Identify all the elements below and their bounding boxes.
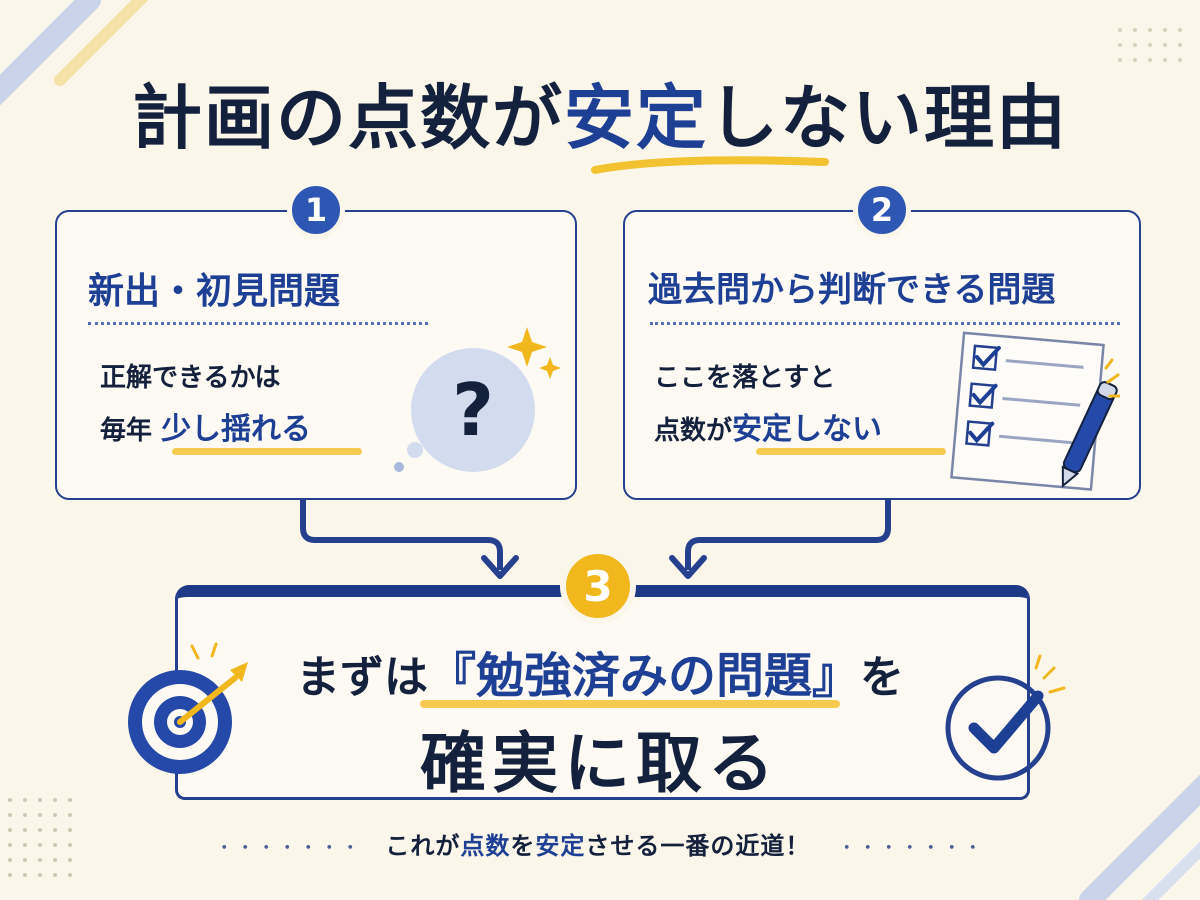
svg-text:?: ? (452, 368, 494, 452)
conclusion-line2: 確実に取る (420, 725, 780, 802)
footer-dots-left: ・・・・・・・ (215, 838, 363, 859)
step-badge-1: 1 (287, 181, 345, 239)
footer-text: これが点数を安定させる一番の近道！ (385, 832, 819, 860)
card1-line2-prefix: 毎年 (100, 416, 162, 446)
step-badge-3: 3 (560, 548, 636, 624)
card2-emphasis-underline (756, 448, 946, 455)
card1-text: 正解できるかは 毎年 少し揺れる (100, 352, 311, 457)
corner-stripes-bottom-right (1079, 774, 1200, 900)
card2-line2: 点数が安定しない (654, 404, 882, 457)
dot-pattern-right (1118, 28, 1182, 62)
card2-text: ここを落とすと 点数が安定しない (654, 352, 882, 457)
checklist-pen-icon (950, 331, 1120, 491)
conclusion-suffix: を (860, 652, 904, 703)
title-highlight: 安定 (564, 77, 708, 159)
conclusion-emphasis: 『勉強済みの問題』 (427, 648, 860, 704)
card1-heading: 新出・初見問題 (88, 271, 341, 312)
footer-em1: 点数 (460, 832, 511, 860)
title-part1: 計画の点数が (132, 77, 564, 159)
card2-line2-prefix: 点数が (654, 416, 733, 446)
title-underline (591, 156, 829, 174)
card1-line2: 毎年 少し揺れる (100, 404, 311, 457)
connector-arrows (300, 500, 891, 579)
conclusion-prefix: まずは (295, 652, 428, 703)
footer-em2: 安定 (535, 832, 586, 860)
footer-suffix: させる一番の近道！ (585, 832, 811, 860)
dot-pattern-left (8, 798, 72, 877)
question-bubble-icon: ? (394, 327, 561, 472)
corner-stripes-top-left (0, 0, 149, 106)
target-arrow-icon (128, 642, 248, 774)
step-badge-2: 2 (853, 181, 911, 239)
footer-dots-right: ・・・・・・・ (837, 838, 985, 859)
conclusion-box (175, 585, 1030, 800)
check-circle-icon (945, 654, 1066, 781)
card2-heading: 過去問から判断できる問題 (648, 270, 1056, 310)
card1-line1: 正解できるかは (100, 363, 281, 393)
footer-mid: を (510, 832, 536, 860)
conclusion-line1: まずは『勉強済みの問題』を (240, 636, 960, 706)
footer-prefix: これが (385, 832, 461, 860)
card2-divider (650, 322, 1120, 325)
footer-message: ・・・・・・・ これが点数を安定させる一番の近道！ ・・・・・・・ (0, 826, 1200, 861)
card2-emphasis: 安定しない (732, 412, 883, 447)
card1-emphasis: 少し揺れる (161, 412, 312, 447)
card2-line1: ここを落とすと (654, 363, 836, 393)
card1-divider (88, 322, 428, 325)
title-part2: しない理由 (708, 77, 1068, 159)
page-title: 計画の点数が安定しない理由 (0, 62, 1200, 163)
card1-emphasis-underline (172, 448, 362, 455)
conclusion-emphasis-underline (420, 700, 840, 708)
